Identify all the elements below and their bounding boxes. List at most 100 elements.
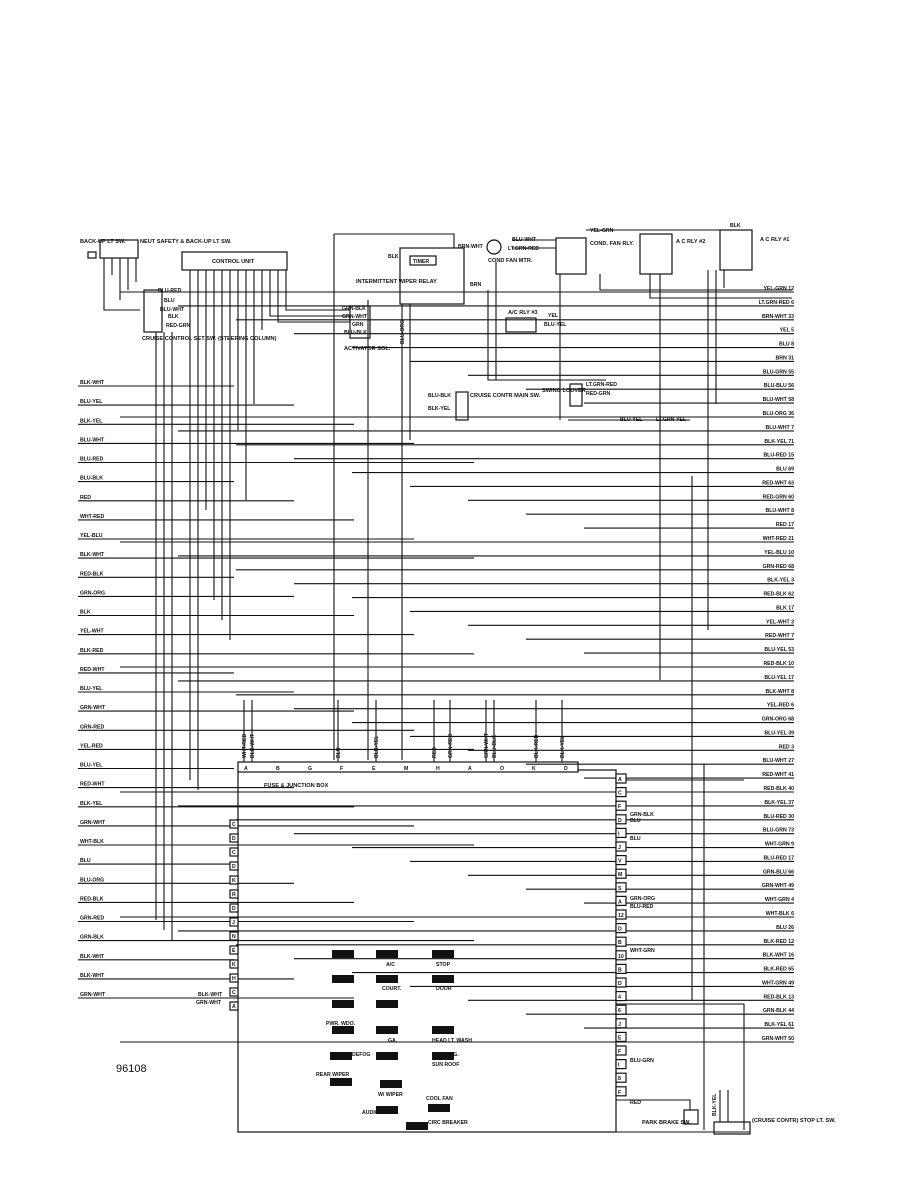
right-wire-label: RED-WHT 7 [765,633,794,639]
left-wire-label: GRN-RED [80,916,104,922]
fuse-box-left-pin [229,1001,239,1011]
left-wire-label: BLU-RED [80,457,104,463]
fuse-box-top-letter: D [564,766,568,772]
right-wire-label: BLU-WHT 7 [765,425,794,431]
right-wire-label: RED-BLK 62 [763,592,794,598]
left-wire-label: BLU-ORG [80,877,104,883]
right-wire-label: RED-GRN 60 [763,494,795,500]
right-wire-label: BLU-YEL 53 [764,647,794,653]
right-wire-label: BLU-YEL 17 [764,675,794,681]
right-wire-label: RED 17 [776,522,794,528]
control-unit-label: CONTROL UNIT [212,259,255,265]
fuse-box-right-wire-label: GRN-BLK [630,812,654,818]
right-wire-label: YEL 5 [780,328,794,334]
left-wire-label: RED-WHT [80,782,105,788]
swing-louver: SWING LOUVER [542,383,586,407]
left-wire-label: RED-BLK [80,571,104,577]
top-wire-group: BLU-WHTLT.GRN-REDYEL-GRNBLKYELBLU-YELBRN… [158,223,741,423]
fuse-box-left-letter: J [232,920,235,926]
right-wire-label: YEL-GRN 12 [763,286,794,292]
left-wire-label: BLK-WHT [80,973,105,979]
fuse-box-right-pin [615,868,627,879]
fuse-label: CIRC BREAKER [428,1120,468,1126]
fuse-box-right-letter: D [618,818,622,824]
fuse-box-right-letter: V [618,859,622,865]
fuse-box-top-letter: E [372,766,376,772]
fuse-box-left-letter: C [232,850,236,856]
fuse-box-right-pin [615,977,627,988]
fuse-box-right-letter: A [618,899,622,905]
fuse-box-top-wire-label: BLK-RED [534,734,540,758]
fuse-box-right-letter: B [618,940,622,946]
right-wire-label: YEL-RED 6 [767,703,794,709]
fuse-box-left-letter: K [232,878,236,884]
right-wire-label: BLU-WHT 27 [763,758,795,764]
right-wire-label: BRN 31 [776,355,795,361]
fuse-box-right-wire-label: GRN-ORG [630,896,655,902]
figure-number: 96108 [116,1063,147,1075]
top-wire-label: BLK-YEL [428,406,451,412]
right-wire-label: BLU-BLU 56 [764,383,794,389]
fuse-box-top-wire-label: WHT-RED [242,734,248,758]
right-wire-label: BLU-RED 30 [763,814,794,820]
fuse-box-right-pin [615,990,627,1002]
fuse-box-right-pin [615,1018,627,1029]
left-wire-label: WHT-RED [80,514,104,520]
right-wire-label: BLU 8 [779,342,794,348]
fuse-box-right-pin [615,1045,627,1056]
fuse-label: W/ WIPER [378,1092,403,1098]
top-wire-label: LT.GRN-RED [586,382,617,388]
fuse-box-right-connector: ACFDIJVMSA12DB10BD46JEFI8FGRN-BLKBLUBLUG… [615,773,655,1106]
fuse-box-left-pin [229,931,239,941]
left-wire-label: RED [80,495,91,501]
fuse-box-right-letter: F [618,804,621,810]
top-wire-label: BLU-YEL [620,417,643,423]
fuse-box-right-pin [615,1031,627,1043]
fuse-box-right-pin [615,1072,627,1083]
right-wire-label: BLK-WHT 16 [763,953,795,959]
fuse-box-right-wire-label: BLU [630,818,641,824]
fuse-box-left-letter: A [232,1004,236,1010]
right-wire-label: BLK-RED 12 [763,939,794,945]
fuse-box-right-wire-label: RED [630,1100,641,1106]
top-wire-label: BLU-ORG [400,320,406,344]
top-wire-label: GRN-WHT [342,314,368,320]
cond-fan-motor: COND FAN MTR. [486,239,533,264]
fuse-box-right-pin [615,963,627,975]
right-wire-label: BLU-WHT 8 [765,508,794,514]
fuse-box-label: FUSE & JUNCTION BOX [264,783,329,789]
left-wire-label: BLK-WHT [80,552,105,558]
ac-relay-1: A C RLY #1 [719,229,789,271]
top-wire-label: LT.GRN-YEL [656,417,687,423]
top-wire-label: BRN [470,282,481,288]
right-wire-label: BLK-RED 65 [763,967,794,973]
ac-rly2-label: A C RLY #2 [676,239,705,245]
fuse-box-right-letter: I [618,831,620,837]
fuse-box-top-letter: F [340,766,343,772]
fuse-label: DEFOG [352,1052,370,1058]
top-wire-label: BLK [388,254,399,260]
fuse-box-left-letter: D [232,906,236,912]
fuse-box-right-letter: S [618,886,622,892]
fuse-box-top-wire-label: BLU [336,747,342,758]
right-wire-label: BLU-RED 15 [763,453,794,459]
right-wire-label: WHT-GRN 49 [762,980,794,986]
activator-label: ACTIVATOR SOL. [344,346,391,352]
top-wire-label: BLU-BLK [428,393,451,399]
fuse-box-right-letter: E [618,1035,622,1041]
right-wire-label: BLU 69 [776,467,794,473]
fuse-box-top-letter: O [500,766,504,772]
right-wire-label: WHT-BLK 6 [766,911,794,917]
left-wire-label: BLK [80,610,91,616]
top-wire-label: LT.GRN-RED [508,246,539,252]
top-wire-label: BLU [164,298,175,304]
top-wire-label: RED-GRN [586,391,610,397]
fuse-array [330,950,454,1130]
fuse-label: COURT. [382,986,402,992]
fuse-box-right-pin [615,1004,627,1015]
fuse-label: ENG. [446,1052,459,1058]
right-wire-label: BLU-YEL 39 [764,730,794,736]
top-wire-label: GRN [352,322,364,328]
